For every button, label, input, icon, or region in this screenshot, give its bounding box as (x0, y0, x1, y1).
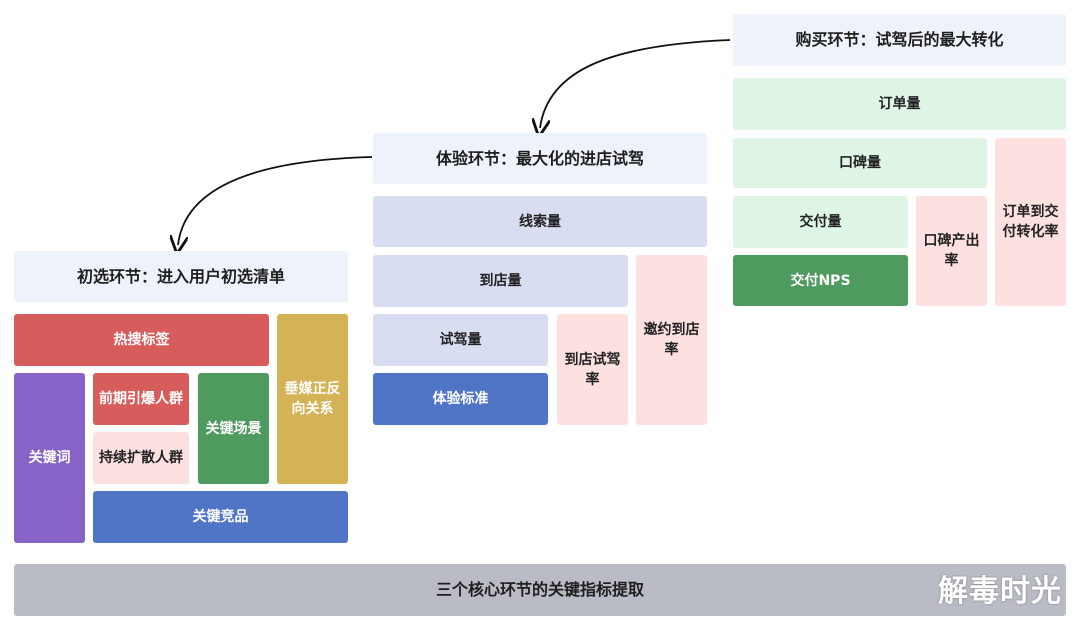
watermark-text: 解毒时光 (938, 574, 1062, 609)
selection-stage-header: 初选环节：进入用户初选清单 (14, 251, 348, 302)
keywords-box: 关键词 (14, 373, 85, 543)
test-drives-box: 试驾量 (373, 314, 548, 366)
deliveries-box: 交付量 (733, 196, 908, 248)
word-of-mouth-box: 口碑量 (733, 138, 987, 188)
expansion-crowd-box: 持续扩散人群 (93, 432, 189, 484)
visit-testdrive-rate-box: 到店试驾率 (557, 314, 628, 425)
experience-standard-box: 体验标准 (373, 373, 548, 425)
experience-stage-header: 体验环节：最大化的进店试驾 (373, 133, 707, 184)
order-delivery-rate-box: 订单到交付转化率 (995, 138, 1066, 306)
key-competitors-box: 关键竞品 (93, 491, 348, 543)
invite-visit-rate-box: 邀约到店率 (636, 255, 707, 425)
wom-rate-box: 口碑产出率 (916, 196, 987, 306)
delivery-nps-box: 交付NPS (733, 255, 908, 306)
orders-box: 订单量 (733, 78, 1066, 130)
vertical-media-box: 垂媒正反向关系 (277, 314, 348, 484)
arrow-purchase-to-experience (540, 39, 731, 128)
key-scenes-box: 关键场景 (198, 373, 269, 484)
hot-tags-box: 热搜标签 (14, 314, 269, 366)
footer-banner: 三个核心环节的关键指标提取 (14, 564, 1066, 616)
leads-box: 线索量 (373, 196, 707, 247)
early-crowd-box: 前期引爆人群 (93, 373, 189, 425)
arrow-experience-to-selection (178, 156, 373, 245)
purchase-stage-header: 购买环节：试驾后的最大转化 (733, 14, 1066, 66)
store-visits-box: 到店量 (373, 255, 628, 307)
